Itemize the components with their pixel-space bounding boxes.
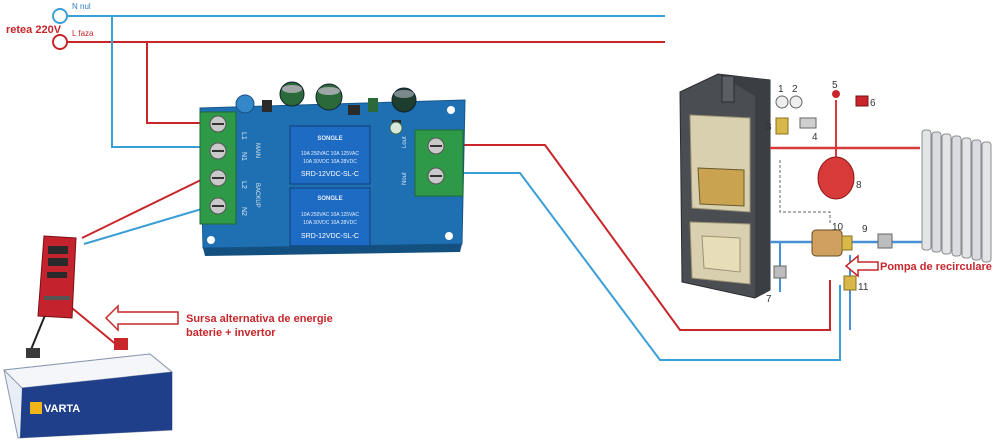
safety-valve-3 <box>775 117 789 135</box>
source-arrow <box>104 304 179 332</box>
pump-label: Pompa de recirculare <box>880 261 992 273</box>
valve-9 <box>877 233 893 249</box>
label-num-4: 4 <box>812 132 818 143</box>
drain-valve-11 <box>843 275 857 291</box>
side-label-main: MAIN <box>254 143 260 158</box>
neutral-label: N nul <box>72 2 91 11</box>
neutral-drop-wire <box>111 16 205 148</box>
gauge-1 <box>775 95 789 109</box>
valve-5 <box>832 90 840 98</box>
side-label-backup: BACKUP <box>254 183 260 208</box>
backup-phase-wire <box>81 177 206 239</box>
mains-label: retea 220V <box>6 24 62 36</box>
radiator <box>921 129 992 263</box>
phase-drop-wire <box>146 42 205 124</box>
recirculation-pump-10 <box>811 229 853 257</box>
label-num-6: 6 <box>870 98 876 109</box>
terminal-label-n2: N2 <box>240 207 247 216</box>
label-num-9: 9 <box>862 224 868 235</box>
relay-2: SONGLE 10A 250VAC 10A 125VAC 10A 30VDC 1… <box>289 187 371 247</box>
relay-1-rating-1: 10A 250VAC 10A 125VAC <box>301 151 359 157</box>
label-num-1: 1 <box>778 84 784 95</box>
battery: VARTA <box>2 338 174 439</box>
output-neutral-wire <box>463 172 841 361</box>
valve-6 <box>855 95 869 107</box>
battery-brand: VARTA <box>44 403 80 415</box>
relay-1-model: SRD-12VDC-SL-C <box>301 171 359 178</box>
label-num-8: 8 <box>856 180 862 191</box>
terminal-label-lout: Lout <box>402 136 408 148</box>
battery-lead-red <box>71 307 119 347</box>
relay-2-rating-2: 10A 30VDC 10A 28VDC <box>303 220 357 226</box>
terminal-label-l2: L2 <box>240 181 247 189</box>
label-num-5: 5 <box>832 80 838 91</box>
gauge-2 <box>789 95 803 109</box>
phase-terminal-circle <box>52 34 68 50</box>
inverter <box>37 235 77 319</box>
label-num-11: 11 <box>858 282 869 293</box>
expansion-vessel-8 <box>817 156 855 200</box>
label-num-3: 3 <box>766 122 772 133</box>
valve-4 <box>799 117 817 129</box>
input-terminal-block <box>199 111 237 225</box>
relay-2-model: SRD-12VDC-SL-C <box>301 233 359 240</box>
relay-2-rating-1: 10A 250VAC 10A 125VAC <box>301 212 359 218</box>
terminal-label-nout: Nout <box>402 172 408 185</box>
relay-2-brand: SONGLE <box>317 196 342 202</box>
neutral-terminal-circle <box>52 8 68 24</box>
source-label-line-1: Sursa alternativa de energie <box>186 313 333 325</box>
relay-1: SONGLE 10A 250VAC 10A 125VAC 10A 30VDC 1… <box>289 125 371 185</box>
relay-1-brand: SONGLE <box>317 136 342 142</box>
terminal-label-n1: N1 <box>240 152 247 161</box>
safety-dashed-line <box>779 160 831 225</box>
output-terminal-block <box>414 129 464 197</box>
terminal-label-l1: L1 <box>240 132 247 140</box>
relay-1-rating-2: 10A 30VDC 10A 28VDC <box>303 159 357 165</box>
phase-label: L faza <box>72 29 94 38</box>
label-num-10: 10 <box>832 222 844 233</box>
output-phase-wire <box>463 144 831 331</box>
drain-valve-7 <box>773 265 787 279</box>
pump-arrow <box>844 254 879 278</box>
source-label-line-2: baterie + invertor <box>186 327 276 339</box>
backup-neutral-wire <box>83 207 206 245</box>
label-num-7: 7 <box>766 294 772 305</box>
wood-stove <box>679 73 771 299</box>
label-num-2: 2 <box>792 84 798 95</box>
